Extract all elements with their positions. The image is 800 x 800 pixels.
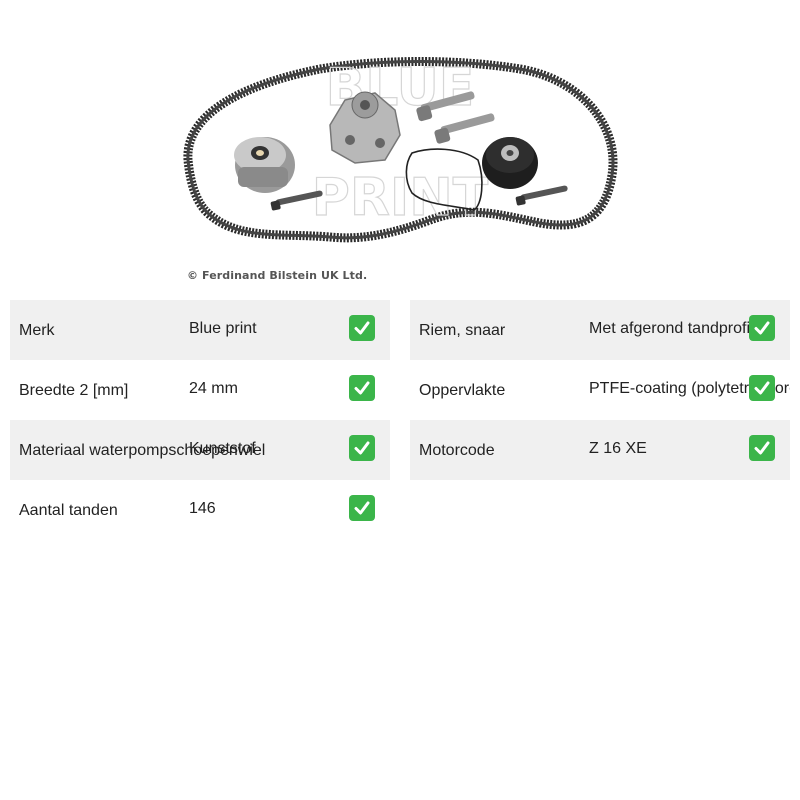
spec-row: Merk Blue print (10, 300, 390, 360)
spec-table-left: Merk Blue print Breedte 2 [mm] 24 mm Mat… (10, 300, 390, 540)
spec-label: Aantal tanden (19, 502, 118, 519)
spec-row: Riem, snaar Met afgerond tandprofiel (410, 300, 790, 360)
product-image: BLUE PRINT (180, 55, 620, 285)
spec-value: 146 (189, 500, 216, 517)
check-mark-icon (349, 375, 375, 401)
check-mark-icon (349, 495, 375, 521)
bolt-4 (515, 185, 568, 206)
watermark-line2: PRINT (312, 168, 489, 228)
check-mark-icon (349, 435, 375, 461)
check-mark-icon (749, 435, 775, 461)
spec-row: Aantal tanden 146 (10, 480, 390, 540)
spec-value: Z 16 XE (589, 440, 647, 457)
check-mark-icon (749, 375, 775, 401)
spec-row: Breedte 2 [mm] 24 mm (10, 360, 390, 420)
spec-label: Riem, snaar (419, 322, 506, 339)
check-mark-icon (349, 315, 375, 341)
bolt-2 (434, 113, 495, 144)
spec-label: Materiaal waterpompschoepenwiel (19, 442, 266, 459)
image-copyright: © Ferdinand Bilstein UK Ltd. (187, 269, 368, 282)
bolt-3 (270, 190, 323, 211)
spec-label: Oppervlakte (419, 382, 506, 399)
spec-row: Oppervlakte PTFE-coating (polytetrafluor… (410, 360, 790, 420)
spec-value: Blue print (189, 320, 257, 337)
spec-label: Motorcode (419, 442, 495, 459)
spec-row: Materiaal waterpompschoepenwiel Kunststo… (10, 420, 390, 480)
spec-table-right: Riem, snaar Met afgerond tandprofiel Opp… (410, 300, 790, 480)
spec-label: Merk (19, 322, 55, 339)
check-mark-icon (749, 315, 775, 341)
timing-belt-kit-image: BLUE PRINT (183, 57, 618, 243)
spec-value: Kunststof (189, 440, 256, 457)
bolt-1 (416, 91, 475, 122)
spec-value: 24 mm (189, 380, 238, 397)
spec-label: Breedte 2 [mm] (19, 382, 129, 399)
spec-row: Motorcode Z 16 XE (410, 420, 790, 480)
spec-value: Met afgerond tandprofiel (589, 320, 763, 337)
spec-value: PTFE-coating (polytetrafluorethyleen) (589, 380, 790, 397)
